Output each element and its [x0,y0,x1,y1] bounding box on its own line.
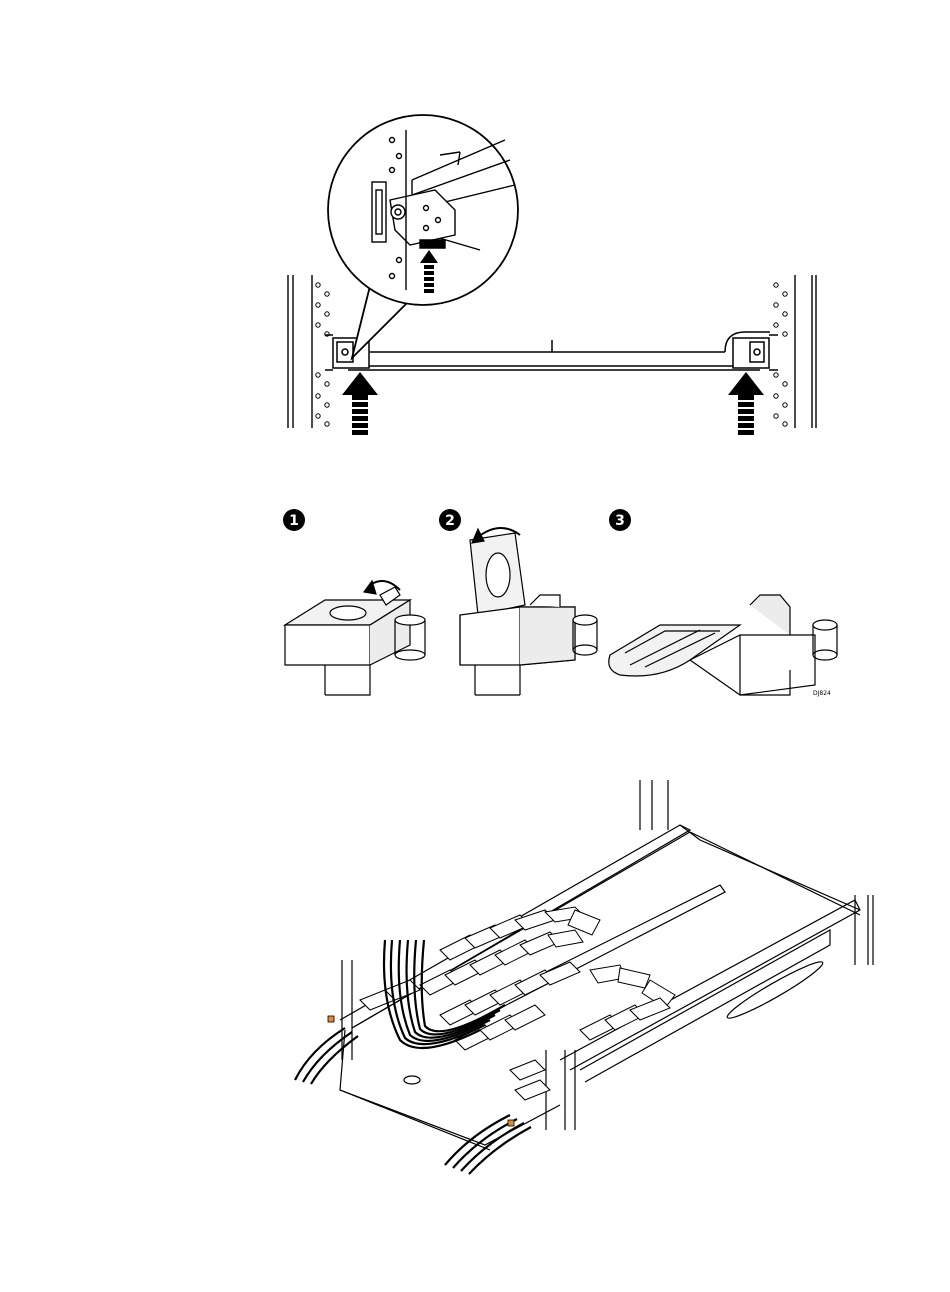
step-badge-3: 3 [609,509,631,531]
step-number-1: 1 [289,513,299,529]
bracket-steps-diagram: 1 2 3 [0,495,950,710]
bracket-step-1 [285,581,425,695]
rail-mount-diagram [0,100,950,445]
bracket-step-3 [609,595,837,695]
step-number-3: 3 [615,513,625,529]
step-number-2: 2 [445,513,455,529]
bracket-step-2 [460,528,597,695]
figure-code: DJ824 [813,690,831,697]
cable-management-diagram [0,770,950,1180]
step-badge-2: 2 [439,509,461,531]
step-badge-1: 1 [283,509,305,531]
